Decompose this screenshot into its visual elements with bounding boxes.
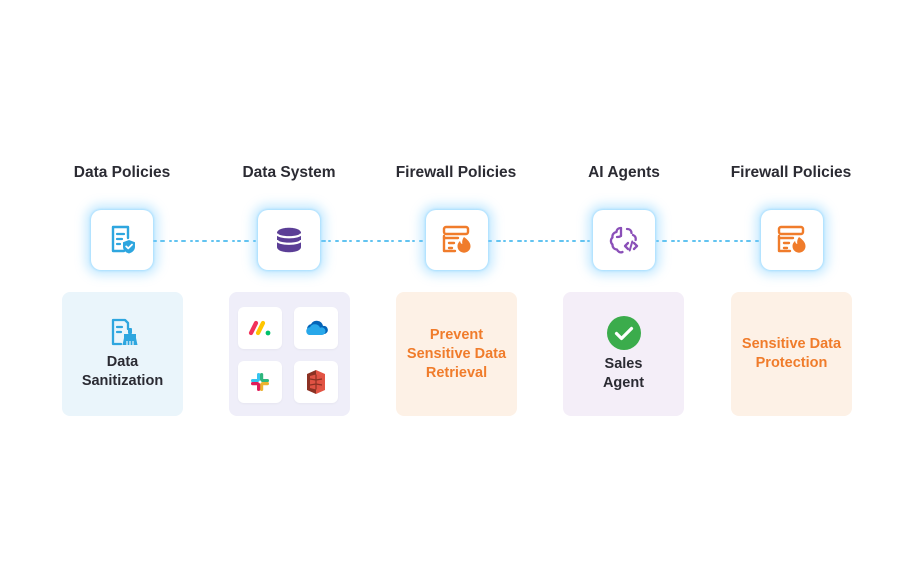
card-label-line: Sensitive Data <box>741 336 842 352</box>
card-label-line: Protection <box>755 355 828 371</box>
sales-agent-card: Sales Agent <box>563 292 684 416</box>
slack-icon <box>251 373 269 391</box>
ai-agents-node <box>593 210 655 270</box>
card-label-line: Sanitization <box>81 373 164 389</box>
card-label-line: Agent <box>602 375 645 391</box>
firewall-icon <box>442 225 471 253</box>
database-icon <box>275 227 303 253</box>
connector-line <box>488 240 596 242</box>
card-label-line: Retrieval <box>425 364 488 381</box>
step-title-firewall-policies-2: Firewall Policies <box>730 164 852 181</box>
monday-app-tile <box>238 307 282 349</box>
document-shield-icon <box>111 225 135 254</box>
firewall-policies-node <box>426 210 488 270</box>
sanitization-icon <box>111 318 137 346</box>
ai-brain-code-icon <box>609 226 639 254</box>
card-label-line: Sensitive Data <box>406 345 507 362</box>
step-title-data-policies: Data Policies <box>73 164 171 181</box>
card-label-line: Sales <box>604 356 643 372</box>
check-circle-icon <box>606 316 641 350</box>
data-system-node <box>258 210 320 270</box>
firewall-icon <box>777 225 806 253</box>
card-label-line: Prevent <box>429 326 484 343</box>
card-label-line: Data <box>106 354 139 370</box>
data-protection-card: Sensitive Data Protection <box>731 292 852 416</box>
aws-s3-icon <box>307 370 325 394</box>
connector-line <box>321 240 429 242</box>
data-sanitization-card: Data Sanitization <box>62 292 183 416</box>
step-title-ai-agents: AI Agents <box>588 164 660 181</box>
slack-app-tile <box>238 361 282 403</box>
prevent-retrieval-card: Prevent Sensitive Data Retrieval <box>396 292 517 416</box>
onedrive-icon <box>306 320 328 335</box>
firewall-policies-node-2 <box>761 210 823 270</box>
step-title-data-system: Data System <box>242 164 336 181</box>
step-title-firewall-policies: Firewall Policies <box>395 164 517 181</box>
data-policies-node <box>91 210 153 270</box>
monday-icon <box>248 320 271 336</box>
aws-s3-app-tile <box>294 361 338 403</box>
connector-line <box>153 240 261 242</box>
connector-line <box>656 240 764 242</box>
onedrive-app-tile <box>294 307 338 349</box>
